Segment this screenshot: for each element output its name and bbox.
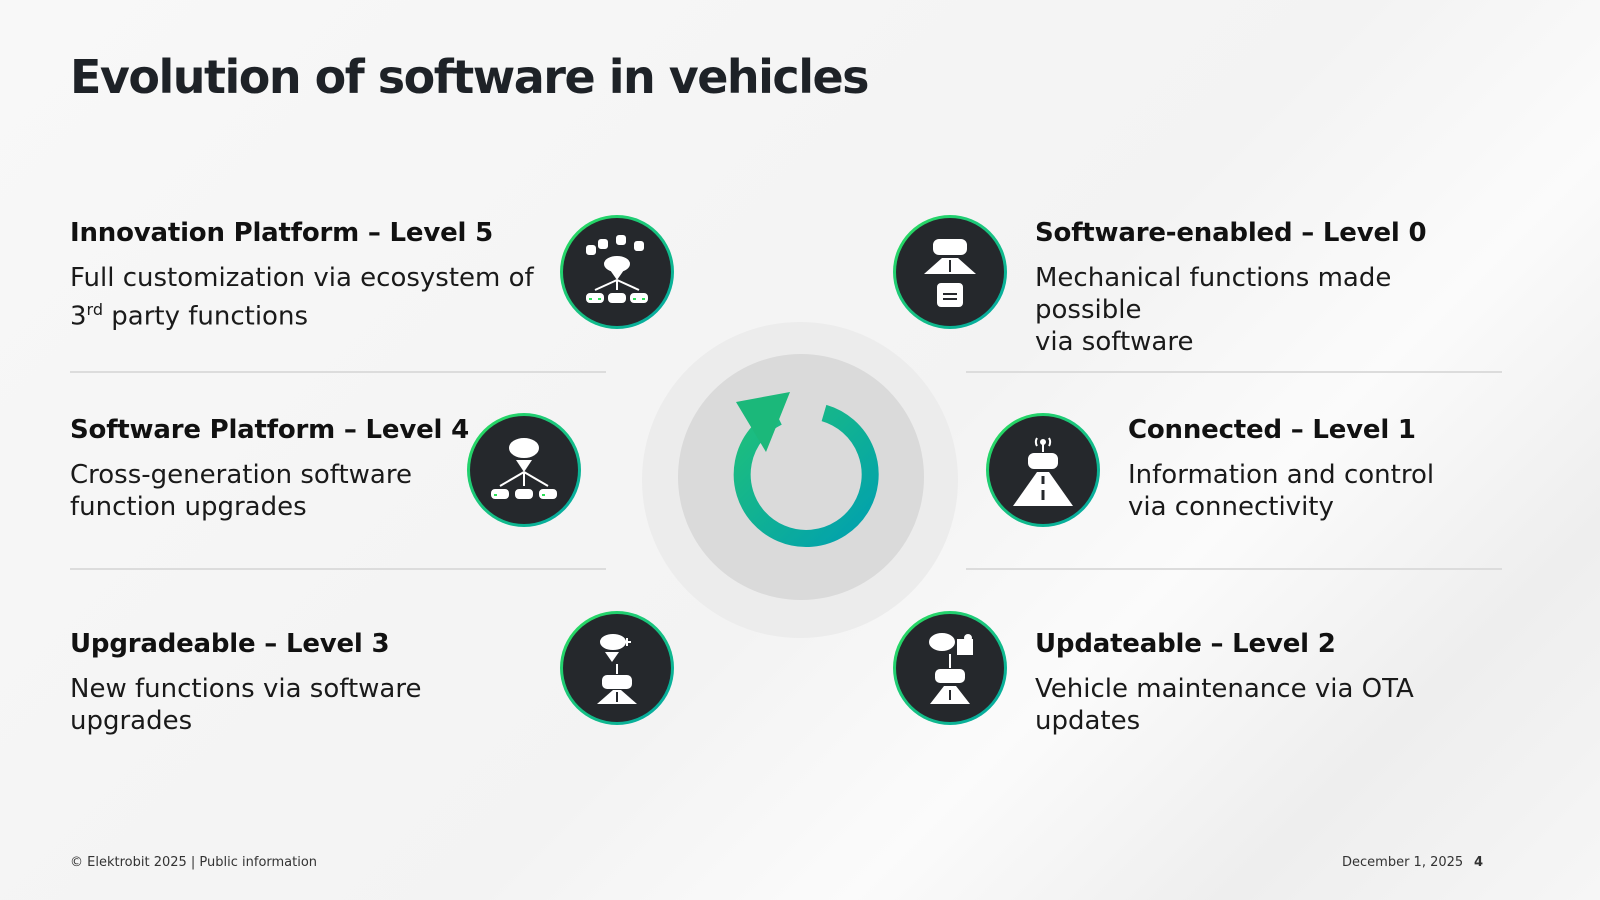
level4-desc-line2: function upgrades xyxy=(70,492,307,522)
level5-item: Innovation Platform – Level 5 Full custo… xyxy=(70,218,540,333)
page-number: 4 xyxy=(1474,855,1484,870)
level2-item: Updateable – Level 2 Vehicle maintenance… xyxy=(1035,629,1505,737)
level5-desc-line2: 3rd party functions xyxy=(70,294,540,333)
level1-desc-line1: Information and control xyxy=(1128,460,1435,490)
level4-title: Software Platform – Level 4 xyxy=(70,415,469,445)
ota-update-icon xyxy=(893,611,1007,725)
divider-right-2 xyxy=(966,568,1502,570)
level2-desc: Vehicle maintenance via OTA updates xyxy=(1035,674,1414,736)
cycle-arrow-icon xyxy=(733,392,879,547)
level3-item: Upgradeable – Level 3 New functions via … xyxy=(70,629,540,737)
center-inner-circle xyxy=(678,354,924,600)
cloud-fleet-icon xyxy=(467,413,581,527)
level0-desc: Mechanical functions made possible via s… xyxy=(1035,262,1505,358)
footer-date: December 1, 2025 xyxy=(1342,855,1464,870)
level1-desc-line2: via connectivity xyxy=(1128,492,1334,522)
cloud-car-upgrade-icon xyxy=(560,611,674,725)
level5-desc: Full customization via ecosystem of 3rd … xyxy=(70,262,540,333)
level1-title: Connected – Level 1 xyxy=(1128,415,1416,445)
level5-desc-sup: rd xyxy=(86,300,103,319)
divider-left-2 xyxy=(70,568,606,570)
car-software-icon xyxy=(893,215,1007,329)
level1-item: Connected – Level 1 Information and cont… xyxy=(1128,415,1528,523)
app-ecosystem-icon xyxy=(560,215,674,329)
level0-desc-line2: via software xyxy=(1035,327,1194,357)
level5-title: Innovation Platform – Level 5 xyxy=(70,218,493,248)
level5-desc-line1: Full customization via ecosystem of xyxy=(70,263,534,293)
level1-desc: Information and control via connectivity xyxy=(1128,459,1528,523)
level2-title: Updateable – Level 2 xyxy=(1035,629,1336,659)
level3-title: Upgradeable – Level 3 xyxy=(70,629,390,659)
level0-item: Software-enabled – Level 0 Mechanical fu… xyxy=(1035,218,1505,358)
level0-desc-line1: Mechanical functions made possible xyxy=(1035,263,1392,325)
level3-desc: New functions via software upgrades xyxy=(70,674,422,736)
connected-car-icon xyxy=(986,413,1100,527)
level0-title: Software-enabled – Level 0 xyxy=(1035,218,1427,248)
footer-copyright: © Elektrobit 2025 | Public information xyxy=(70,855,318,870)
level5-desc-num: 3 xyxy=(70,301,87,332)
divider-left-1 xyxy=(70,371,606,373)
page-title: Evolution of software in vehicles xyxy=(70,50,870,104)
level4-desc-line1: Cross-generation software xyxy=(70,460,412,490)
divider-right-1 xyxy=(966,371,1502,373)
level5-desc-rest: party functions xyxy=(103,301,308,332)
level4-desc: Cross-generation software function upgra… xyxy=(70,459,540,523)
level4-item: Software Platform – Level 4 Cross-genera… xyxy=(70,415,540,523)
